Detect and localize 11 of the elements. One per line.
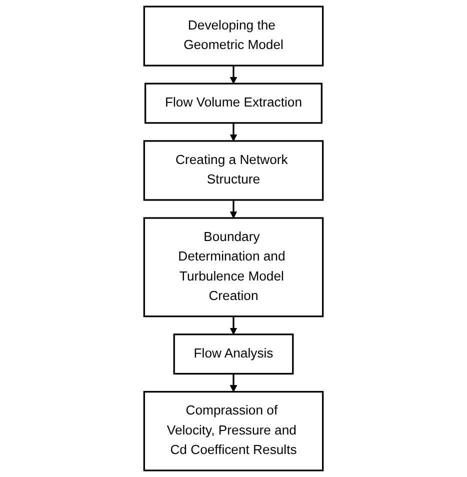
node-box: Comprassion of Velocity, Pressure and Cd Coefficent Results <box>143 390 324 472</box>
arrow <box>230 66 238 84</box>
node-box: Flow Analysis <box>173 334 294 375</box>
node-box: Creating a Network Structure <box>143 140 324 201</box>
arrow <box>230 316 238 335</box>
arrow <box>230 122 238 142</box>
node-box: Flow Volume Extraction <box>144 82 322 124</box>
node-box: Boundary Determination and Turbulence Model Creation <box>143 217 324 318</box>
arrow <box>230 200 238 218</box>
node-box: Developing the Geometric Model <box>143 6 324 66</box>
arrow <box>230 374 238 392</box>
